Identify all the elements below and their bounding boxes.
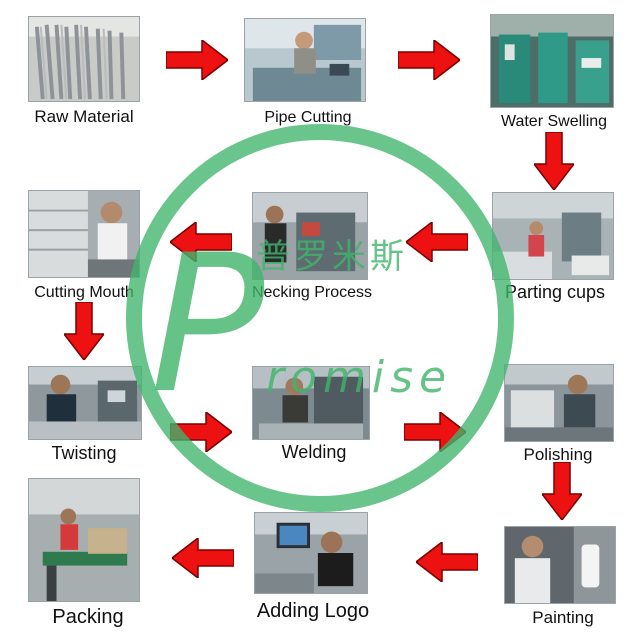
- step-label-water-swelling: Water Swelling: [500, 113, 608, 130]
- step-label-pipe-cutting: Pipe Cutting: [264, 109, 352, 126]
- photo-twisting: [28, 366, 142, 440]
- step-label-painting: Painting: [532, 608, 594, 627]
- arrow-down-icon: [534, 132, 574, 190]
- photo-pipe-cutting: [244, 18, 366, 102]
- photo-parting-cups: [492, 192, 614, 280]
- arrow-down-icon: [64, 302, 104, 360]
- step-label-adding-logo: Adding Logo: [256, 600, 370, 622]
- photo-packing: [28, 478, 140, 602]
- step-label-packing: Packing: [52, 606, 124, 628]
- step-label-necking-process: Necking Process: [251, 284, 373, 301]
- arrow-right-icon: [170, 412, 232, 452]
- arrow-right-icon: [404, 412, 466, 452]
- step-label-welding: Welding: [281, 442, 347, 462]
- arrow-left-icon: [172, 538, 234, 578]
- step-label-raw-material: Raw Material: [34, 107, 134, 126]
- photo-necking-process: [252, 192, 368, 280]
- photo-polishing: [504, 364, 614, 442]
- arrow-right-icon: [166, 40, 228, 80]
- arrow-right-icon: [398, 40, 460, 80]
- photo-welding: [252, 366, 370, 440]
- photo-raw-material: [28, 16, 140, 102]
- step-label-parting-cups: Parting cups: [504, 282, 606, 302]
- step-label-cutting-mouth: Cutting Mouth: [34, 284, 134, 301]
- arrow-left-icon: [406, 222, 468, 262]
- arrow-down-icon: [542, 462, 582, 520]
- photo-adding-logo: [254, 512, 368, 594]
- step-label-polishing: Polishing: [523, 445, 593, 464]
- arrow-left-icon: [170, 222, 232, 262]
- arrow-left-icon: [416, 542, 478, 582]
- photo-cutting-mouth: [28, 190, 140, 278]
- photo-painting: [504, 526, 616, 604]
- step-label-twisting: Twisting: [51, 443, 117, 463]
- photo-water-swelling: [490, 14, 614, 108]
